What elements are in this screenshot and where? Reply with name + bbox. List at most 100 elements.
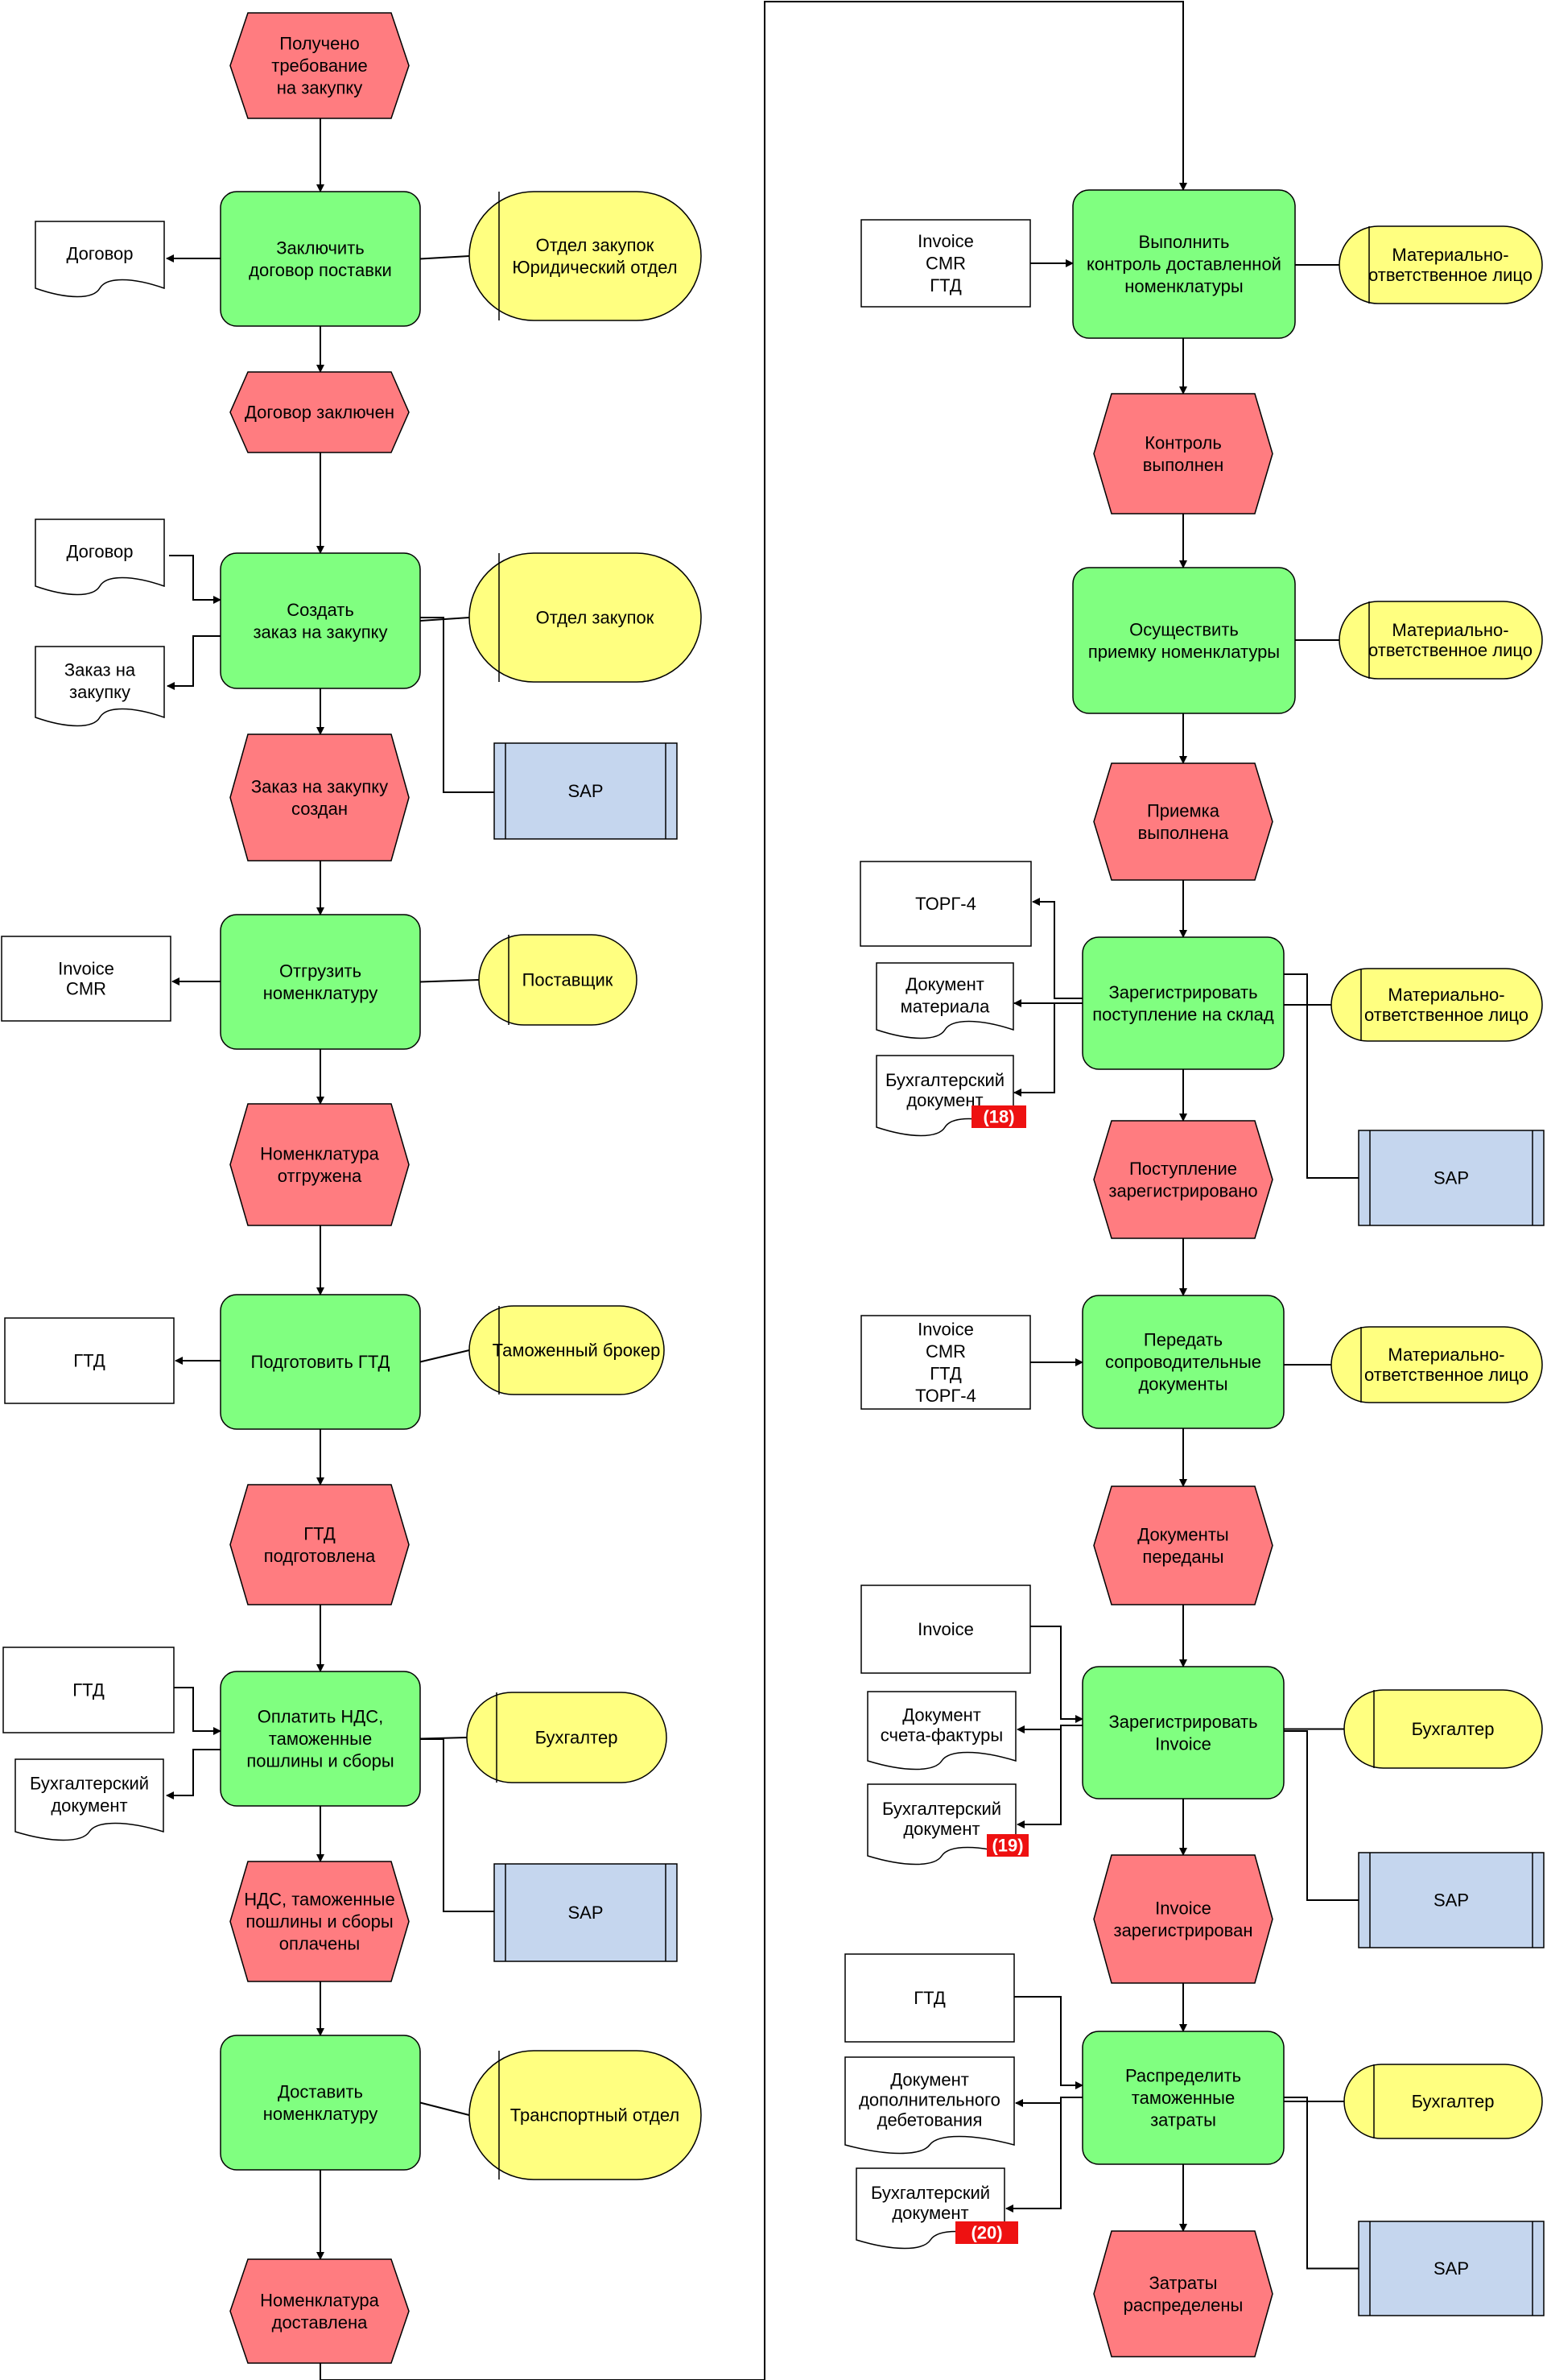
function-left-5-line: номенклатуру: [263, 2104, 377, 2124]
doc-schet-faktura-line: счета-фактуры: [881, 1725, 1003, 1746]
event-right-1-line: Приемка: [1147, 800, 1220, 820]
doc-invoice: Invoice: [860, 1585, 1031, 1674]
doc-dogovor-2-line: Договор: [66, 542, 133, 562]
doc-buh-18-line: Бухгалтерский: [885, 1070, 1005, 1090]
function-right-2-line: Зарегистрировать: [1108, 982, 1257, 1002]
doc-gtd-1-line: ГТД: [73, 1351, 105, 1371]
badge-18: (18): [972, 1105, 1026, 1128]
system-sap-right-0-label: SAP: [1434, 1168, 1469, 1188]
event-left-5-line: оплачены: [279, 1934, 360, 1954]
function-right-4-line: Invoice: [1155, 1733, 1211, 1754]
doc-invoice-line: Invoice: [918, 1619, 974, 1639]
badge-19: (19): [987, 1834, 1029, 1857]
function-right-1-line: Осуществить: [1129, 619, 1239, 639]
connector: [1284, 1730, 1359, 1901]
doc-gtd-2-line: ГТД: [72, 1680, 105, 1700]
event-left-2: Заказ на закупку создан: [229, 733, 410, 862]
function-left-5: Доставить номенклатуру: [220, 2035, 421, 2171]
function-right-1-line: приемку номенклатуры: [1088, 642, 1280, 662]
system-sap-right-2-label: SAP: [1434, 2258, 1469, 2279]
event-right-3-line: Документы: [1137, 1524, 1228, 1544]
role-right-2-line: ответственное лицо: [1364, 1005, 1528, 1025]
connector: [419, 617, 470, 622]
doc-invoice-cmr-gtd-torg4-line: Invoice: [918, 1319, 974, 1339]
connector: [1032, 898, 1083, 999]
connector: [166, 1749, 221, 1799]
role-left-5: Транспортный отдел: [468, 2050, 702, 2180]
role-right-4-line: Бухгалтер: [1412, 1719, 1495, 1739]
role-right-0-line: Материально-: [1392, 245, 1508, 265]
event-left-1: Договор заключен: [229, 371, 410, 453]
role-right-5: Бухгалтер: [1343, 2064, 1543, 2139]
role-right-0: Материально-ответственное лицо: [1339, 225, 1543, 304]
badge-20-label: (20): [971, 2223, 1002, 2243]
event-right-2-line: зарегистрировано: [1108, 1180, 1257, 1200]
function-left-4-line: Оплатить НДС,: [258, 1707, 383, 1727]
connector: [420, 1738, 494, 1912]
role-right-4: Бухгалтер: [1343, 1689, 1543, 1769]
doc-dogovor-1: Договор: [35, 221, 165, 298]
function-left-2-line: Отгрузить: [279, 961, 361, 981]
function-right-0-line: номенклатуры: [1124, 276, 1243, 296]
system-sap-right-2: SAP: [1358, 2221, 1545, 2316]
event-right-0-line: Контроль: [1145, 432, 1222, 452]
doc-invoice-cmr-line: Invoice: [58, 959, 114, 979]
connector: [1030, 1626, 1083, 1723]
connector: [1014, 1996, 1083, 2089]
doc-buh-left-line: Бухгалтерский: [30, 1773, 149, 1793]
connectors: [166, 1, 1359, 2380]
doc-torg4-line: ТОРГ-4: [915, 894, 976, 914]
role-right-3: Материально-ответственное лицо: [1330, 1326, 1543, 1403]
connector: [174, 1687, 221, 1735]
function-left-0-line: договор поставки: [249, 260, 392, 280]
doc-buh-19-line: Бухгалтерский: [882, 1799, 1001, 1819]
doc-schet-faktura-line: Документ: [902, 1705, 981, 1725]
system-sap-right-0: SAP: [1358, 1130, 1545, 1226]
function-right-3-line: документы: [1138, 1374, 1227, 1395]
role-right-2-line: Материально-: [1388, 985, 1504, 1005]
event-left-2-line: Заказ на закупку: [251, 776, 388, 796]
doc-invoice-cmr-gtd-line: CMR: [926, 254, 966, 274]
doc-gtd-2: ГТД: [2, 1647, 175, 1733]
role-right-3-line: Материально-: [1388, 1345, 1504, 1365]
function-left-2-line: номенклатуру: [263, 983, 377, 1003]
doc-debetovanie-line: Документ: [890, 2070, 969, 2090]
doc-invoice-cmr-gtd-torg4-line: ТОРГ-4: [915, 1386, 976, 1406]
function-right-0-line: Выполнить: [1139, 232, 1230, 252]
doc-debetovanie-line: дополнительного: [859, 2090, 1000, 2110]
event-left-0-line: на закупку: [277, 78, 362, 98]
doc-torg4: ТОРГ-4: [860, 861, 1032, 947]
doc-invoice-cmr-gtd-line: Invoice: [918, 231, 974, 251]
role-left-3: Таможенный брокер: [468, 1305, 665, 1395]
event-left-2-line: создан: [291, 799, 348, 819]
function-left-5-line: Доставить: [278, 2081, 363, 2101]
function-left-3: Подготовить ГТД: [220, 1294, 421, 1430]
event-right-3-line: переданы: [1142, 1547, 1223, 1567]
system-sap-left-0-label: SAP: [567, 781, 603, 801]
doc-gtd-right: ГТД: [844, 1953, 1015, 2043]
doc-zakaz-line: Заказ на: [64, 659, 136, 680]
role-left-0-line: Юридический отдел: [512, 257, 677, 277]
doc-buh-left-line: документ: [51, 1795, 127, 1816]
role-left-4-line: Бухгалтер: [535, 1728, 618, 1748]
role-left-0-line: Отдел закупок: [536, 235, 654, 255]
connector: [419, 1349, 470, 1363]
event-right-3: Документы переданы: [1093, 1485, 1273, 1605]
function-right-3-line: Передать: [1144, 1330, 1223, 1350]
role-left-2: Поставщик: [478, 934, 637, 1026]
